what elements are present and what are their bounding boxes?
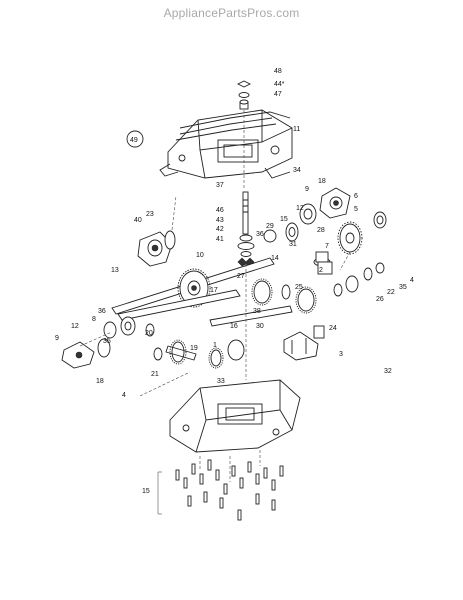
callout-10: 10 (196, 252, 204, 259)
callout-9b: 9 (55, 335, 59, 342)
sprocket-group (165, 339, 224, 369)
callout-28: 28 (317, 227, 325, 234)
callout-19: 19 (190, 345, 198, 352)
callout-31: 31 (289, 241, 297, 248)
shift-fork (283, 325, 325, 361)
callout-46: 46 (216, 207, 224, 214)
lower-housing (169, 379, 301, 453)
callout-22: 22 (387, 289, 395, 296)
callout-30: 30 (256, 323, 264, 330)
callout-5: 5 (354, 206, 358, 213)
callout-labels: 48 44* 47 49 11 37 34 18 9 6 5 12 46 43 … (55, 68, 414, 495)
upper-housing (159, 109, 293, 179)
callout-36a: 36 (256, 231, 264, 238)
callout-35b: 35 (103, 338, 111, 345)
callout-14: 14 (271, 255, 279, 262)
vertical-shaft (242, 191, 249, 235)
callout-7: 7 (325, 243, 329, 250)
callout-13: 13 (111, 267, 119, 274)
assembly-guides (79, 110, 351, 482)
callout-48: 48 (274, 68, 282, 75)
lower-axle (117, 289, 293, 361)
callout-21: 21 (151, 371, 159, 378)
callout-11: 11 (293, 126, 300, 133)
callout-29: 29 (266, 223, 274, 230)
callout-4a: 4 (410, 277, 414, 284)
callout-18a: 18 (318, 178, 326, 185)
shaft-gears (237, 234, 255, 267)
callout-34: 34 (293, 167, 301, 174)
callout-6: 6 (354, 193, 358, 200)
right-hub-assembly (299, 187, 387, 229)
callout-15a: 15 (280, 216, 288, 223)
callout-20: 20 (145, 330, 153, 337)
right-shaft-group (333, 262, 385, 297)
callout-17: 17 (210, 287, 218, 294)
callout-47: 47 (274, 91, 282, 98)
callout-26: 26 (376, 296, 384, 303)
callout-36b: 36 (98, 308, 106, 315)
callout-15b: 15 (142, 488, 150, 495)
callout-25: 25 (295, 284, 303, 291)
callout-12a: 12 (296, 205, 304, 212)
callout-40: 40 (134, 217, 142, 224)
callout-12b: 12 (71, 323, 79, 330)
callout-8: 8 (92, 316, 96, 323)
callout-3: 3 (339, 351, 343, 358)
callout-2: 2 (319, 267, 323, 274)
left-hub-assembly (137, 230, 176, 267)
callout-49: 49 (130, 137, 138, 144)
callout-4b: 4 (122, 392, 126, 399)
callout-32: 32 (384, 368, 392, 375)
callout-41: 41 (216, 236, 224, 243)
callout-18b: 18 (96, 378, 104, 385)
callout-33: 33 (217, 378, 225, 385)
callout-16: 16 (230, 323, 238, 330)
left-bearing-group (61, 316, 136, 369)
fastener-stack (236, 80, 252, 110)
callout-37: 37 (216, 182, 224, 189)
center-gears (251, 261, 333, 314)
washers (145, 323, 163, 361)
callout-43: 43 (216, 217, 224, 224)
callout-42: 42 (216, 226, 224, 233)
watermark: AppliancePartsPros.com (163, 6, 300, 20)
callout-24: 24 (329, 325, 337, 332)
right-large-gear (337, 221, 363, 255)
callout-23: 23 (146, 211, 154, 218)
main-axle (111, 257, 275, 315)
callout-27: 27 (237, 273, 245, 280)
bolt-array (157, 459, 284, 521)
callout-35a: 35 (399, 284, 407, 291)
callout-38: 38 (253, 308, 261, 315)
callout-9a: 9 (305, 186, 309, 193)
callout-1: 1 (213, 342, 217, 349)
callout-44: 44* (274, 81, 285, 88)
